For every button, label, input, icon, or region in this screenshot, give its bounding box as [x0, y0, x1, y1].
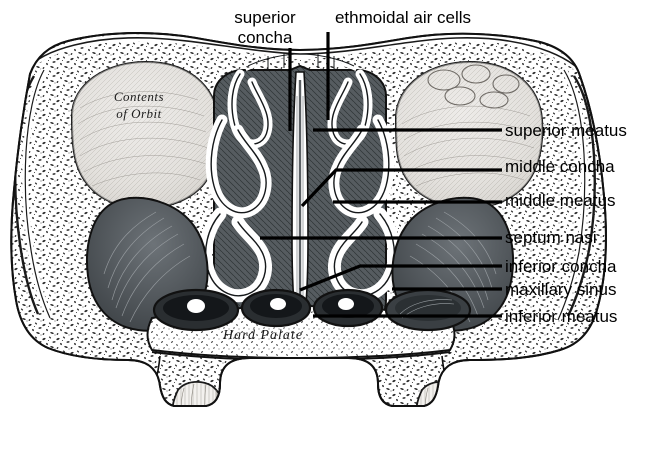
label-ethmoidal-air-cells: ethmoidal air cells: [334, 8, 472, 27]
zygomatic-process-right: [555, 68, 596, 322]
label-inferior-concha: inferior concha: [505, 257, 617, 276]
label-contents-of-orbit: Contents of Orbit: [113, 89, 165, 121]
label-superior-meatus: superior meatus: [505, 121, 627, 140]
label-middle-concha: middle concha: [505, 157, 615, 176]
label-inferior-meatus: inferior meatus: [505, 307, 618, 326]
leader-middle-concha: [300, 168, 502, 208]
orbit-left: [70, 60, 220, 210]
label-middle-meatus: middle meatus: [505, 191, 616, 210]
ethmoidal-air-cells: [245, 56, 357, 71]
label-maxillary-sinus: maxillary sinus: [505, 280, 617, 299]
label-hard-palate: Hard Palate: [222, 328, 304, 343]
nasal-cavity: [199, 53, 401, 335]
label-superior-concha: superior concha: [234, 8, 296, 47]
leader-inferior-concha: [299, 264, 502, 292]
label-septum-nasi: septum nasi: [505, 228, 597, 247]
molar-left: [171, 381, 227, 406]
